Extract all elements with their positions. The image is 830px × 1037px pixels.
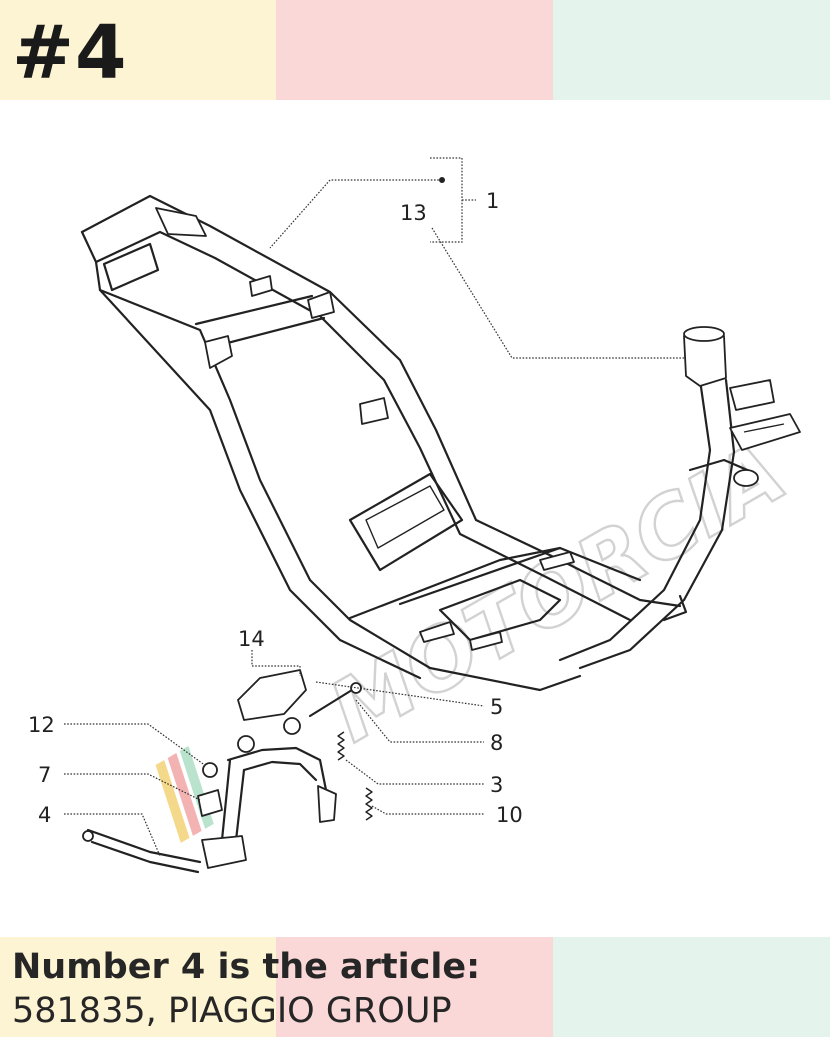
callout-1: 1: [486, 189, 499, 213]
footer-color-band: [0, 937, 830, 1037]
band-pink: [276, 0, 553, 100]
callout-labels: 1 13 14 5 8 12 7 3 4 10: [28, 189, 523, 827]
header-color-band: [0, 0, 830, 100]
callout-5: 5: [490, 695, 503, 719]
callout-7: 7: [38, 763, 51, 787]
article-number: 581835, PIAGGIO GROUP: [12, 991, 452, 1031]
band-pink: [276, 937, 553, 1037]
watermark-text: MOTORCIA: [314, 423, 801, 761]
callout-3: 3: [490, 773, 503, 797]
band-mint: [553, 0, 830, 100]
callout-8: 8: [490, 731, 503, 755]
band-yellow: [0, 937, 276, 1037]
band-yellow: [0, 0, 276, 100]
callout-12: 12: [28, 713, 55, 737]
callout-10: 10: [496, 803, 523, 827]
center-stand-assembly: [82, 669, 373, 874]
callout-13: 13: [400, 201, 427, 225]
callout-14: 14: [238, 627, 265, 651]
caption-title: Number 4 is the article:: [12, 947, 481, 987]
frame-body: [80, 194, 801, 692]
exploded-parts-diagram: MOTORCIA: [28, 157, 802, 874]
page-number: #4: [12, 10, 128, 96]
article-caption: Number 4 is the article: 581835, PIAGGIO…: [12, 945, 480, 1033]
callout-4: 4: [38, 803, 51, 827]
leader-lines: [64, 157, 684, 857]
band-mint: [553, 937, 830, 1037]
